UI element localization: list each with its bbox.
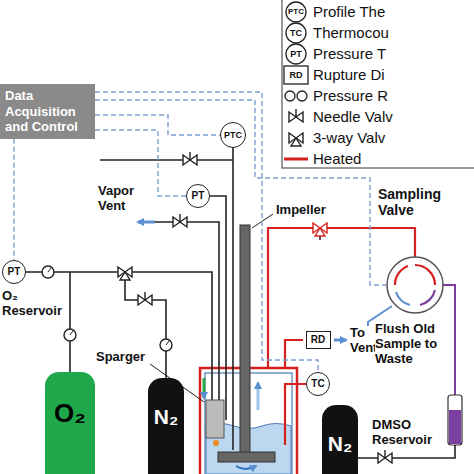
node-text: RD xyxy=(311,334,325,346)
legend-tc-symbol xyxy=(286,23,306,43)
legend-heated-line xyxy=(284,158,308,161)
vapor-vent-arrow xyxy=(138,221,155,224)
signal-wire xyxy=(95,92,318,372)
three-way-port xyxy=(291,138,301,146)
legend-regulator-symbol xyxy=(297,91,307,101)
node-text: Data Acquisition and Control xyxy=(5,88,90,135)
valve-stem xyxy=(179,214,180,222)
signal-wire xyxy=(13,139,14,260)
impeller-shaft xyxy=(240,225,250,457)
symbol-code: RD xyxy=(290,70,303,80)
sparger xyxy=(206,400,224,438)
part-label: Flush Old Sample to Waste xyxy=(375,322,443,367)
pressure-regulator xyxy=(64,329,76,341)
symbol-code: PT xyxy=(290,49,302,59)
gas-cylinder: N₂ xyxy=(322,405,358,474)
heated-relief-line xyxy=(285,340,303,368)
regulator-needle xyxy=(70,331,73,335)
legend-box xyxy=(282,0,474,168)
legend-pt-symbol xyxy=(286,44,306,64)
dmso-line xyxy=(443,285,455,395)
valve-stem xyxy=(384,450,385,458)
node-text: PT xyxy=(8,266,21,278)
pressure-regulator xyxy=(42,266,54,278)
regulator-needle xyxy=(166,341,169,345)
rupture-disc: RD xyxy=(306,331,331,349)
thermowell xyxy=(285,384,306,445)
thermocouple-tube xyxy=(232,147,234,450)
node-text: O₂ xyxy=(54,398,86,429)
three-way-port xyxy=(315,228,325,236)
control-box: Data Acquisition and Control xyxy=(0,84,95,139)
legend-rd-symbol xyxy=(284,66,308,84)
vent-arrow xyxy=(334,339,346,342)
line-tube xyxy=(100,159,233,161)
gas-out-arrow xyxy=(257,383,260,410)
symbol-code: TC xyxy=(290,28,302,38)
pressure-transducer: PT xyxy=(186,184,210,208)
gas-in-arrow xyxy=(203,378,206,398)
sampling-loop-red xyxy=(415,265,435,285)
legend-text: Heated xyxy=(313,150,361,167)
valve-stem xyxy=(189,152,190,160)
impeller-blade xyxy=(218,452,275,462)
regulator-needle xyxy=(48,268,51,272)
part-label: Impeller xyxy=(276,203,326,218)
legend-regulator-symbol xyxy=(285,91,295,101)
legend-text: Rupture Di xyxy=(313,66,385,83)
gas-cylinder: O₂ xyxy=(45,372,95,474)
part-label: Vapor Vent xyxy=(98,184,144,214)
pressure-regulator xyxy=(160,339,172,351)
sampling-loop-blue xyxy=(396,292,410,305)
valve-stem xyxy=(295,109,296,117)
legend-text: Needle Valv xyxy=(313,108,393,125)
three-way-port xyxy=(120,272,130,280)
pressure-tube xyxy=(210,196,226,420)
legend-text: Profile The xyxy=(313,3,385,20)
node-text: PT xyxy=(192,190,205,202)
node-text: N₂ xyxy=(154,404,179,429)
part-label: Sampling Valve xyxy=(378,186,458,218)
legend-text: Pressure T xyxy=(313,45,386,62)
dmso-vial xyxy=(448,395,462,445)
legend-text: Thermocou xyxy=(313,24,389,41)
gas-cylinder: N₂ xyxy=(148,378,184,474)
dmso-liquid xyxy=(449,410,461,444)
pressure-transducer: PT xyxy=(2,260,26,284)
sampling-loop-red xyxy=(395,266,408,285)
legend-text: 3-way Valv xyxy=(313,129,385,146)
sparger-dot xyxy=(213,440,219,446)
symbol-code: PTC xyxy=(288,7,304,16)
part-label: DMSO Reservoir xyxy=(372,418,444,448)
node-text: TC xyxy=(311,378,324,390)
node-text: PTC xyxy=(224,130,242,141)
legend-ptc-symbol xyxy=(286,2,306,22)
legend-text: Pressure R xyxy=(313,87,388,104)
rotation-arrow xyxy=(236,466,256,469)
part-label: O₂ Reservoir xyxy=(2,289,60,319)
part-label: Sparger xyxy=(96,350,145,365)
daq-sampling-signal xyxy=(95,100,386,285)
thermocouple: TC xyxy=(306,372,330,396)
sampling-valve xyxy=(387,257,443,313)
valve-stem xyxy=(144,292,145,300)
node-text: N₂ xyxy=(328,431,353,456)
sampling-loop-purple xyxy=(420,290,435,305)
profile-thermocouple: PTC xyxy=(220,122,246,148)
